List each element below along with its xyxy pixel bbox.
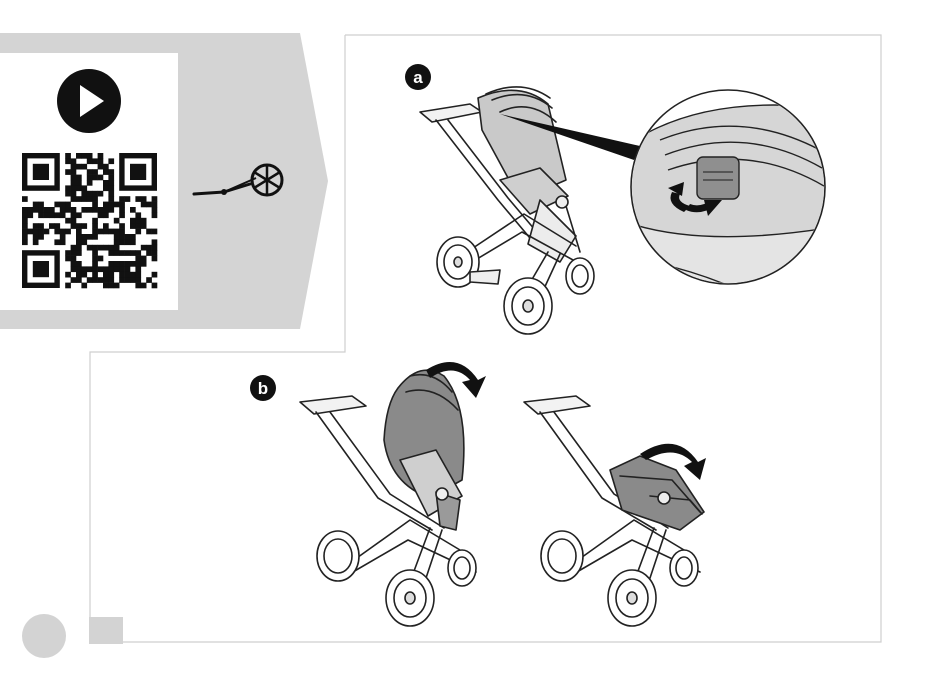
zoom-detail xyxy=(620,90,840,300)
page-marker-square xyxy=(89,617,123,644)
step-badge-b: b xyxy=(250,375,276,401)
stroller-step-b-right xyxy=(524,396,704,626)
stroller-step-b-left xyxy=(300,370,476,626)
step-badge-a: a xyxy=(405,64,431,90)
page-marker-circle xyxy=(22,614,66,658)
stroller-step-a xyxy=(420,87,594,334)
